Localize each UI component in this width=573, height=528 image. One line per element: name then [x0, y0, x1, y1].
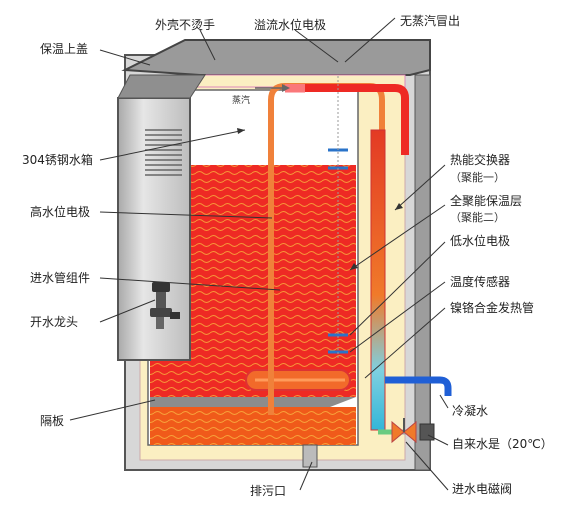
label-heat-exchanger-sub: （聚能一） [450, 171, 505, 184]
heating-tube [245, 369, 351, 391]
partition-plate [150, 397, 356, 407]
leader-lines [69, 17, 449, 491]
label-heat-exchanger: 热能交换器 [450, 153, 511, 167]
label-cold-water: 冷凝水 [452, 404, 489, 418]
label-steam: 蒸汽 [232, 96, 251, 106]
insulated-lid [121, 39, 431, 76]
label-heating-tube: 镍铬合金发热管 [450, 301, 535, 315]
label-insulated-lid: 保温上盖 [40, 42, 89, 56]
label-partition: 隔板 [40, 414, 65, 428]
vent-slots [145, 129, 182, 176]
label-temp-sensor: 温度传感器 [450, 275, 511, 289]
label-shell-no-burn: 外壳不烫手 [155, 18, 216, 32]
label-no-steam: 无蒸汽冒出 [400, 14, 461, 28]
heat-exchanger [370, 129, 386, 431]
cold-water-pipe [385, 376, 452, 396]
label-high-electrode: 高水位电极 [30, 205, 91, 219]
drain-outlet [302, 444, 318, 468]
steam-outlet-pipe [285, 84, 409, 155]
label-insulation-layer-sub: （聚能二） [450, 211, 505, 224]
label-tap-water: 自来水是（20℃） [452, 437, 553, 451]
label-low-electrode: 低水位电极 [450, 234, 511, 248]
steam-arrow-icon [255, 84, 290, 92]
label-solenoid-valve: 进水电磁阀 [452, 482, 513, 496]
label-inlet-pipe: 进水管组件 [30, 271, 91, 285]
label-overflow-electrode: 溢流水位电极 [254, 18, 327, 32]
leader-arrows [237, 128, 403, 270]
label-drain: 排污口 [250, 484, 287, 498]
label-insulation-layer: 全聚能保温层 [450, 194, 523, 208]
solenoid-valve-icon [391, 418, 417, 444]
faucet-icon [150, 282, 180, 329]
label-tank-304: 304锈钢水箱 [22, 153, 93, 167]
label-tap: 开水龙头 [30, 315, 79, 329]
